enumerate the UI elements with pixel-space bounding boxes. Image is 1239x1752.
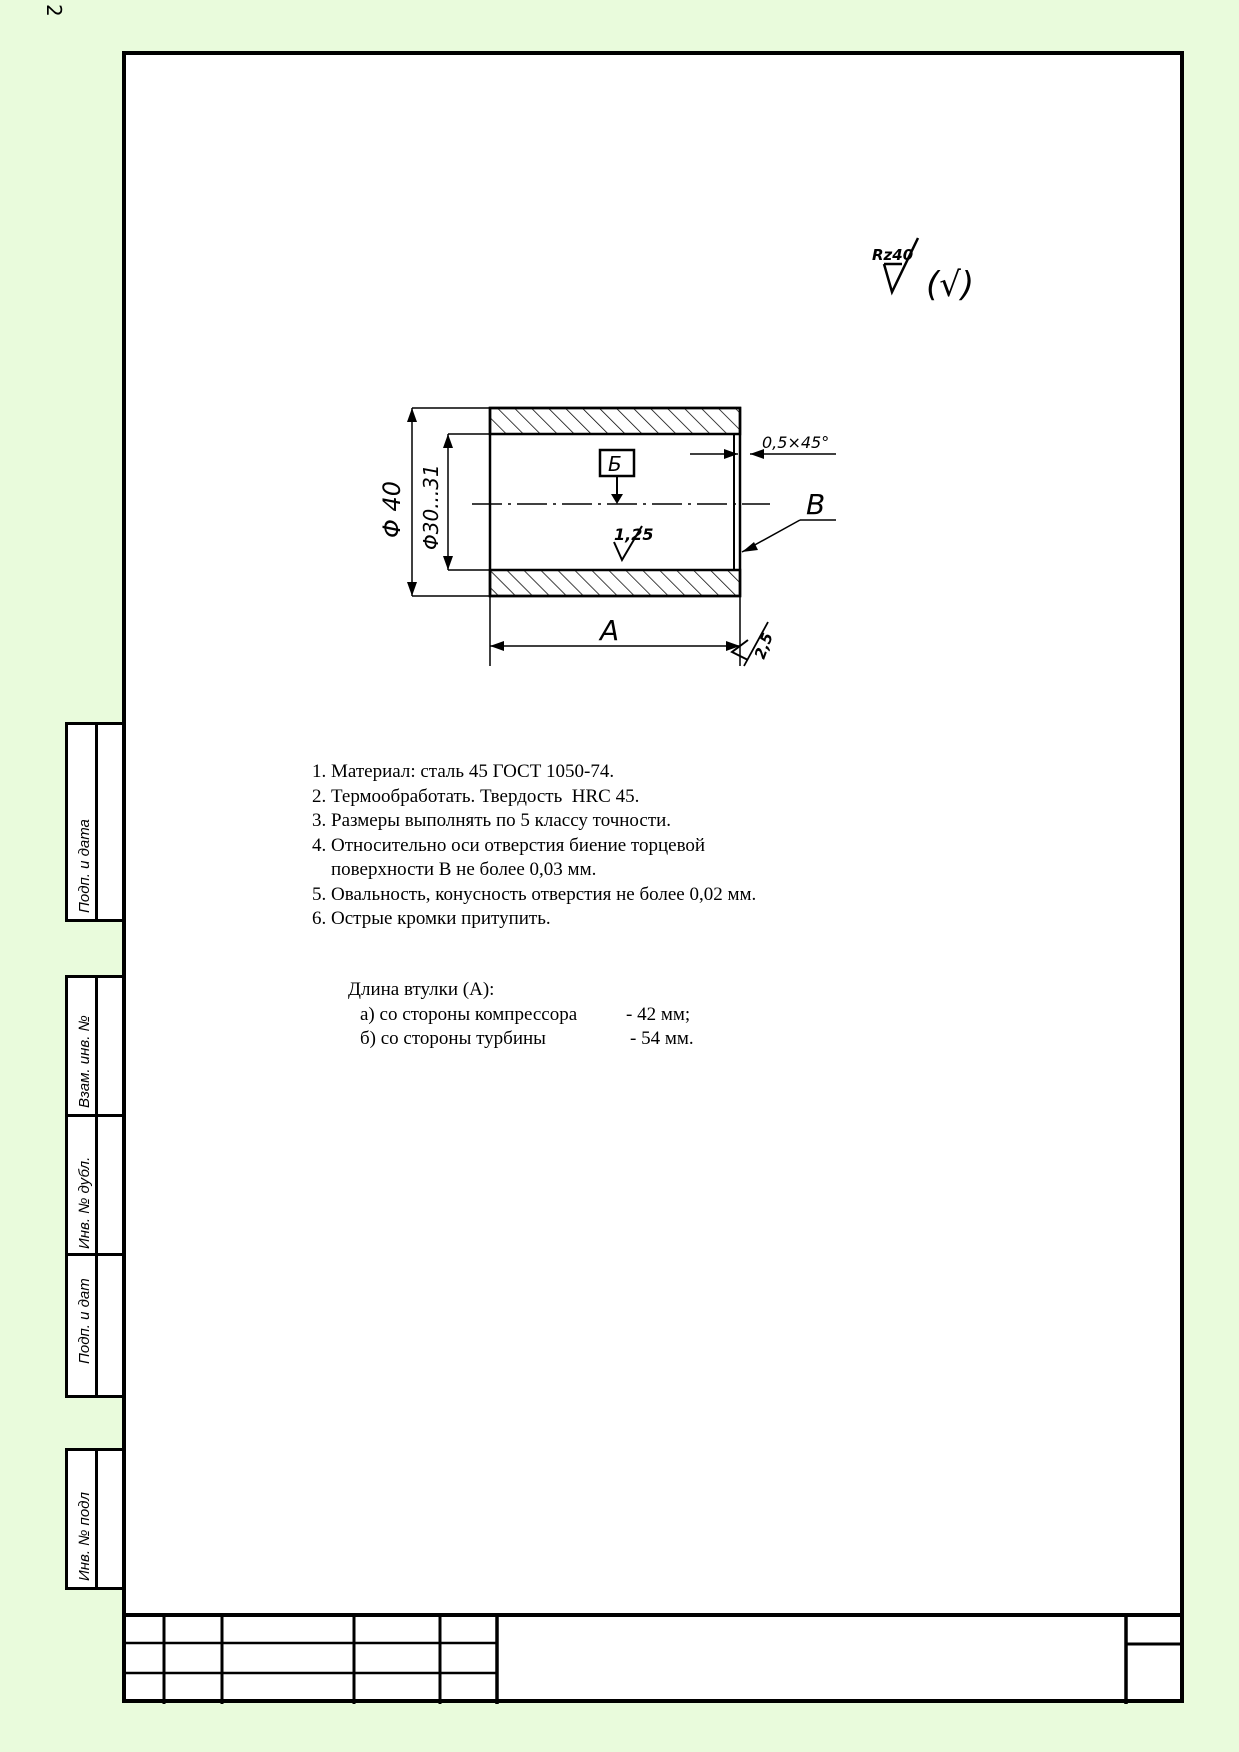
- side-block-podp-data-2: Подп. и дат: [65, 1253, 125, 1398]
- title-block: [122, 1613, 1184, 1704]
- length-row-compressor: а) со стороны компрессора - 42 мм;: [360, 1003, 691, 1025]
- bushing-drawing: Φ 40 Φ30...31 0,5×45° Б В A 1,25 2,5: [378, 406, 836, 667]
- drawing-sheet: [122, 51, 1184, 1703]
- surface-label: В: [806, 488, 825, 521]
- bushing-length-info: Длина втулки (А): а) со стороны компресс…: [348, 978, 694, 1052]
- technical-notes: 1. Материал: сталь 45 ГОСТ 1050-74. 2. Т…: [312, 760, 756, 932]
- note-line: 1. Материал: сталь 45 ГОСТ 1050-74.: [312, 761, 615, 782]
- side-label-inv-podl: Инв. № подл: [76, 1492, 93, 1581]
- note-line: поверхности В не более 0,03 мм.: [312, 859, 597, 880]
- side-label-vzam-inv: Взам. инв. №: [76, 1015, 93, 1108]
- dim-outer-label: Φ 40: [378, 481, 406, 538]
- side-block-inv-podl: Инв. № подл: [65, 1448, 125, 1590]
- length-label: A: [598, 614, 619, 647]
- note-line: 6. Острые кромки притупить.: [312, 908, 551, 929]
- dim-inner-label: Φ30...31: [419, 464, 443, 550]
- roughness-end-label: 2,5: [751, 630, 777, 661]
- chamfer-label: 0,5×45°: [762, 433, 829, 452]
- note-line: 4. Относительно оси отверстия биение тор…: [312, 834, 706, 856]
- side-label-podp-data-1: Подп. и дата: [76, 819, 93, 913]
- side-block-inv-dubl: Инв. № дубл.: [65, 1114, 125, 1256]
- roughness-bore-label: 1,25: [614, 525, 653, 544]
- note-line: 2. Термообработать. Твердость HRC 45.: [312, 785, 640, 807]
- length-row-turbine: б) со стороны турбины - 54 мм.: [360, 1028, 694, 1049]
- side-label-inv-dubl: Инв. № дубл.: [76, 1156, 93, 1249]
- page-number: 2: [42, 4, 66, 17]
- roughness-parenthetical: (√): [926, 265, 974, 305]
- side-block-vzam-inv: Взам. инв. №: [65, 975, 125, 1117]
- note-line: 3. Размеры выполнять по 5 классу точност…: [312, 810, 672, 831]
- roughness-general-value: Rz40: [872, 246, 913, 264]
- note-line: 5. Овальность, конусность отверстия не б…: [312, 883, 757, 905]
- roughness-general-symbol: Rz40 (√): [872, 237, 974, 305]
- datum-label: Б: [608, 452, 622, 476]
- side-block-podp-data-1: Подп. и дата: [65, 722, 125, 922]
- length-title: Длина втулки (А):: [348, 979, 495, 1000]
- side-label-podp-data-2: Подп. и дат: [76, 1278, 93, 1364]
